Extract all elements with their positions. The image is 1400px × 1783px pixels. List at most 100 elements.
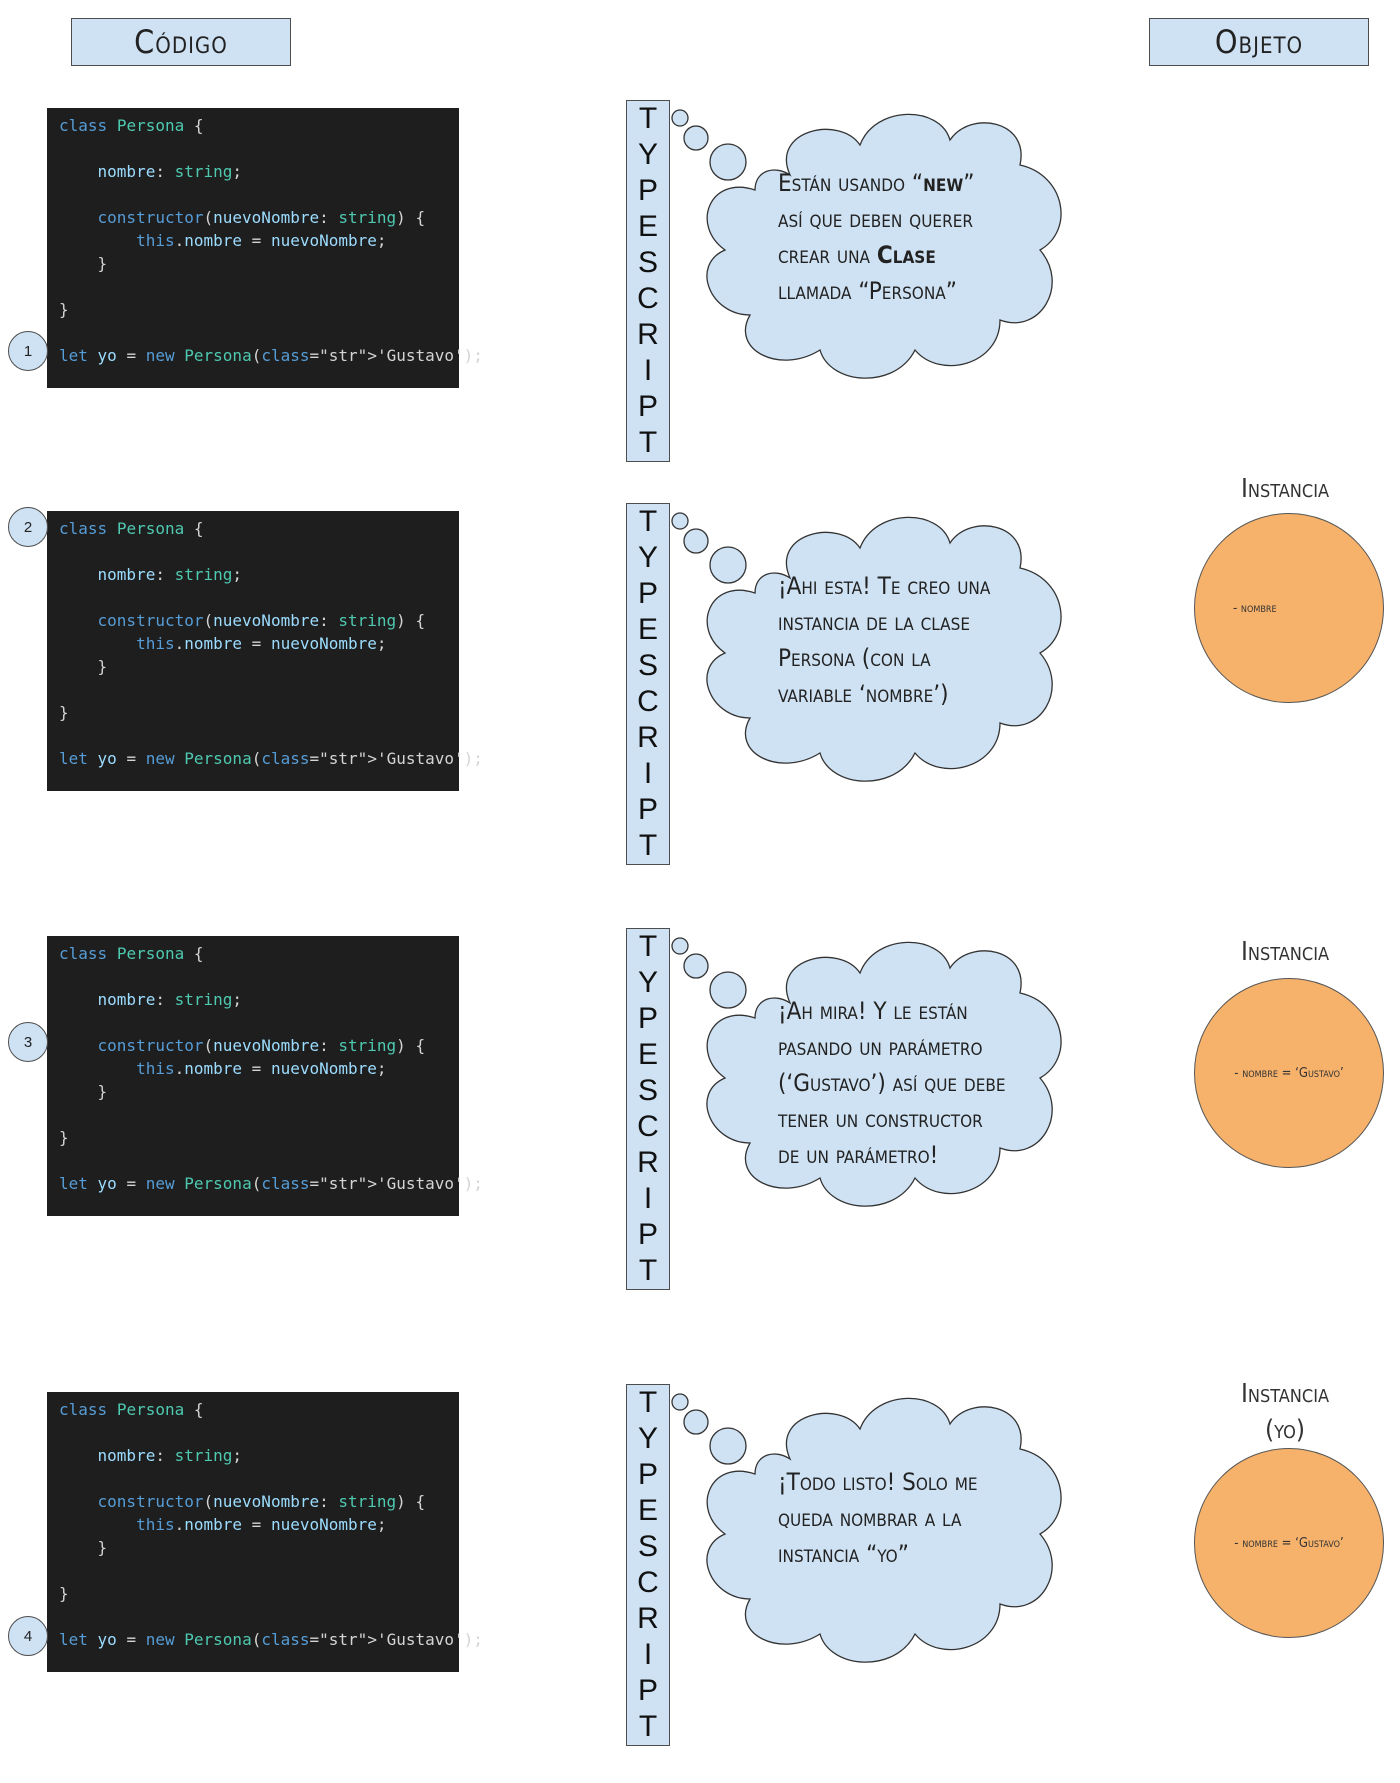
header-objeto: Objeto bbox=[1149, 18, 1369, 66]
thought-bubble-small bbox=[671, 937, 689, 955]
vertical-letter: E bbox=[637, 1494, 658, 1527]
vertical-letter: S bbox=[637, 649, 658, 682]
vertical-letter: T bbox=[638, 505, 658, 538]
thought-text-1: Están usando “new” así que deben querer … bbox=[778, 169, 975, 305]
step-badge-1: 1 bbox=[8, 331, 48, 371]
thought-cloud-2: ¡Ahi esta! Te creo una instancia de la c… bbox=[670, 503, 1070, 803]
thought-bubble-large bbox=[709, 546, 747, 584]
thought-cloud-4: ¡Todo listo! Solo me queda nombrar a la … bbox=[670, 1384, 1070, 1684]
code-line: nombre: string; bbox=[97, 162, 243, 181]
vertical-letter: R bbox=[637, 721, 659, 754]
vertical-letter: T bbox=[638, 426, 658, 459]
vertical-letter: T bbox=[638, 1710, 658, 1743]
code-line bbox=[59, 678, 459, 701]
thought-cloud-1: Están usando “new” así que deben querer … bbox=[670, 100, 1070, 400]
code-line: } bbox=[59, 1538, 108, 1557]
code-line: } bbox=[59, 703, 69, 722]
code-line bbox=[59, 586, 459, 609]
code-line: } bbox=[59, 1128, 69, 1147]
thought-bubble-small bbox=[671, 1393, 689, 1411]
thought-bubble-large bbox=[709, 971, 747, 1009]
vertical-letter: R bbox=[637, 1602, 659, 1635]
code-block-4: class Persona { nombre: string; construc… bbox=[47, 1392, 483, 1672]
vertical-letter: T bbox=[638, 930, 658, 963]
thought-bubble-small bbox=[671, 109, 689, 127]
instance-circle-3: - nombre = ‘Gustavo’ bbox=[1194, 978, 1384, 1168]
thought-bubble-medium bbox=[683, 953, 709, 979]
code-line bbox=[59, 1103, 459, 1126]
code-line: constructor(nuevoNombre: string) { bbox=[97, 1492, 426, 1511]
code-block-3: class Persona { nombre: string; construc… bbox=[47, 936, 483, 1216]
instance-content-3: - nombre = ‘Gustavo’ bbox=[1234, 1065, 1344, 1081]
vertical-letter: C bbox=[637, 1110, 659, 1143]
vertical-letter: P bbox=[637, 390, 658, 423]
vertical-letter: S bbox=[637, 1530, 658, 1563]
vertical-letter: I bbox=[643, 1182, 653, 1215]
vertical-letter: Y bbox=[637, 1422, 658, 1455]
thought-cloud-3: ¡Ah mira! Y le están pasando un parámetr… bbox=[670, 928, 1070, 1228]
thought-bubble-large bbox=[709, 1427, 747, 1465]
vertical-letter: T bbox=[638, 829, 658, 862]
vertical-letter: P bbox=[637, 1218, 658, 1251]
vertical-letter: Y bbox=[637, 138, 658, 171]
vertical-letter: C bbox=[637, 685, 659, 718]
vertical-letter: C bbox=[637, 282, 659, 315]
vertical-letter: R bbox=[637, 1146, 659, 1179]
vertical-letter: T bbox=[638, 1386, 658, 1419]
instance-circle-4: - nombre = ‘Gustavo’ bbox=[1194, 1448, 1384, 1638]
thought-bubble-medium bbox=[683, 125, 709, 151]
vertical-letter: I bbox=[643, 1638, 653, 1671]
code-line: let yo = new Persona(class="str">'Gustav… bbox=[59, 749, 483, 768]
code-line bbox=[59, 724, 459, 747]
vertical-letter: C bbox=[637, 1566, 659, 1599]
code-line: class Persona { bbox=[59, 519, 204, 538]
vertical-letter: E bbox=[637, 1038, 658, 1071]
instance-content-4: - nombre = ‘Gustavo’ bbox=[1234, 1535, 1344, 1551]
code-line bbox=[59, 965, 459, 988]
code-line: constructor(nuevoNombre: string) { bbox=[97, 1036, 426, 1055]
vertical-letter: T bbox=[638, 102, 658, 135]
thought-bubble-large bbox=[709, 143, 747, 181]
cloud-shape bbox=[671, 512, 1062, 782]
vertical-letter: P bbox=[637, 577, 658, 610]
vertical-letter: S bbox=[637, 246, 658, 279]
code-line: } bbox=[59, 254, 108, 273]
vertical-letter: I bbox=[643, 757, 653, 790]
code-line: } bbox=[59, 1082, 108, 1101]
code-block-2: class Persona { nombre: string; construc… bbox=[47, 511, 483, 791]
cloud-shape bbox=[671, 1393, 1062, 1663]
thought-text-3: ¡Ah mira! Y le están pasando un parámetr… bbox=[778, 997, 1006, 1169]
code-line: class Persona { bbox=[59, 116, 204, 135]
vertical-letter: Y bbox=[637, 541, 658, 574]
code-line: class Persona { bbox=[59, 1400, 204, 1419]
code-line: constructor(nuevoNombre: string) { bbox=[97, 611, 426, 630]
code-line: class Persona { bbox=[59, 944, 204, 963]
header-codigo: Código bbox=[71, 18, 291, 66]
code-line bbox=[59, 321, 459, 344]
code-line: this.nombre = nuevoNombre; bbox=[136, 634, 387, 653]
cloud-shape bbox=[671, 109, 1062, 379]
code-line: constructor(nuevoNombre: string) { bbox=[97, 208, 426, 227]
code-line: this.nombre = nuevoNombre; bbox=[136, 231, 387, 250]
code-line bbox=[59, 1467, 459, 1490]
vertical-letter: E bbox=[637, 210, 658, 243]
vertical-letter: P bbox=[637, 793, 658, 826]
vertical-letter: E bbox=[637, 613, 658, 646]
code-line bbox=[59, 1011, 459, 1034]
code-line: this.nombre = nuevoNombre; bbox=[136, 1059, 387, 1078]
thought-text-4: ¡Todo listo! Solo me queda nombrar a la … bbox=[778, 1468, 978, 1568]
instance-subtitle-4: (yo) bbox=[1265, 1415, 1305, 1445]
code-line bbox=[59, 540, 459, 563]
instance-title-2: Instancia bbox=[1240, 474, 1330, 504]
code-line: nombre: string; bbox=[97, 565, 243, 584]
step-badge-3: 3 bbox=[8, 1022, 48, 1062]
thought-bubble-medium bbox=[683, 1409, 709, 1435]
code-line: let yo = new Persona(class="str">'Gustav… bbox=[59, 346, 483, 365]
code-block-1: class Persona { nombre: string; construc… bbox=[47, 108, 483, 388]
code-line: let yo = new Persona(class="str">'Gustav… bbox=[59, 1174, 483, 1193]
code-line: let yo = new Persona(class="str">'Gustav… bbox=[59, 1630, 483, 1649]
